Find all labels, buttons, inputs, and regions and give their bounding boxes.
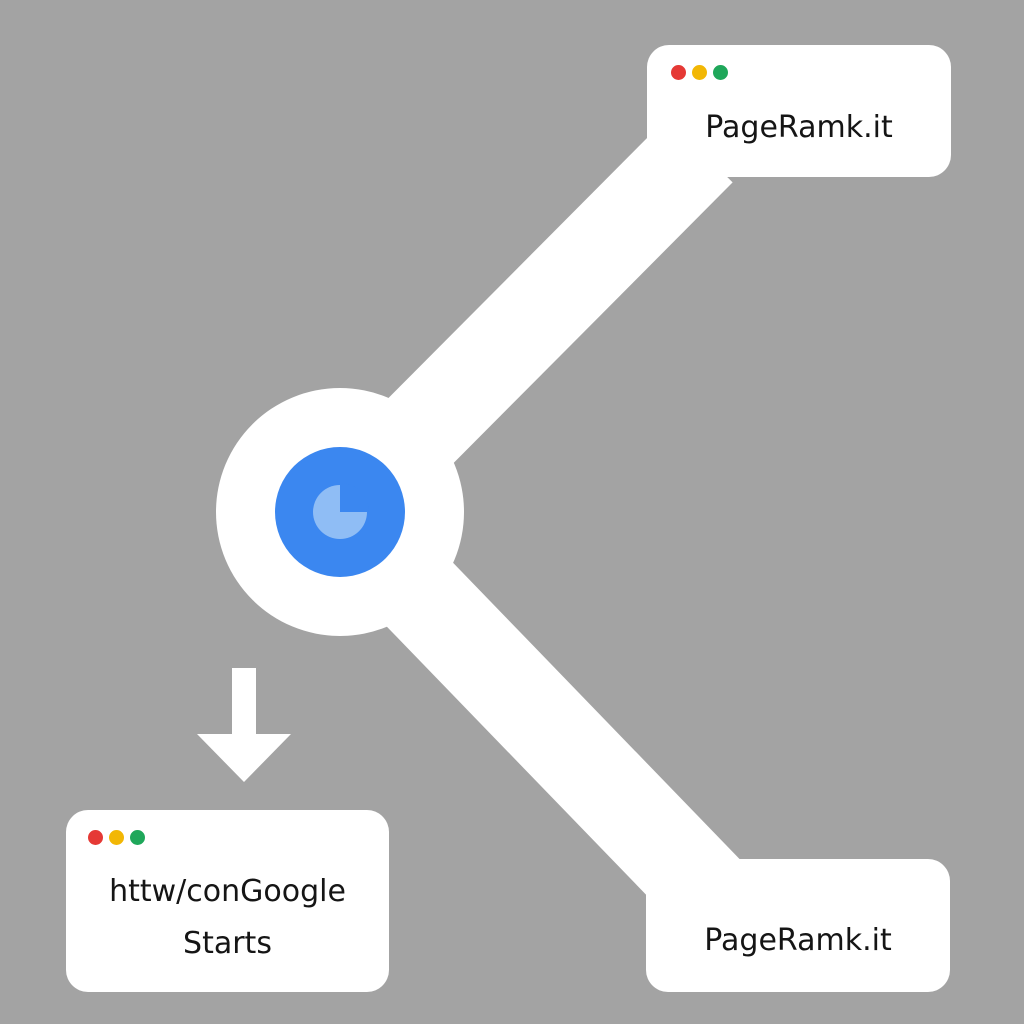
card-bottom-right[interactable]: PageRamk.it <box>646 859 950 992</box>
card-top-right[interactable]: PageRamk.it <box>647 45 951 177</box>
window-controls <box>88 830 145 845</box>
card-bottom-right-label: PageRamk.it <box>704 923 892 958</box>
card-bottom-left-line1: httw/conGoogle <box>109 874 346 909</box>
window-controls <box>671 65 728 80</box>
maximize-dot <box>713 65 728 80</box>
close-dot <box>88 830 103 845</box>
minimize-dot <box>692 65 707 80</box>
card-top-right-label: PageRamk.it <box>705 110 893 145</box>
clock-icon <box>313 483 369 539</box>
card-bottom-left-line2: Starts <box>183 926 272 961</box>
minimize-dot <box>109 830 124 845</box>
close-dot <box>671 65 686 80</box>
maximize-dot <box>130 830 145 845</box>
arrow-down-icon <box>197 668 291 782</box>
card-bottom-left[interactable]: httw/conGoogle Starts <box>66 810 389 992</box>
